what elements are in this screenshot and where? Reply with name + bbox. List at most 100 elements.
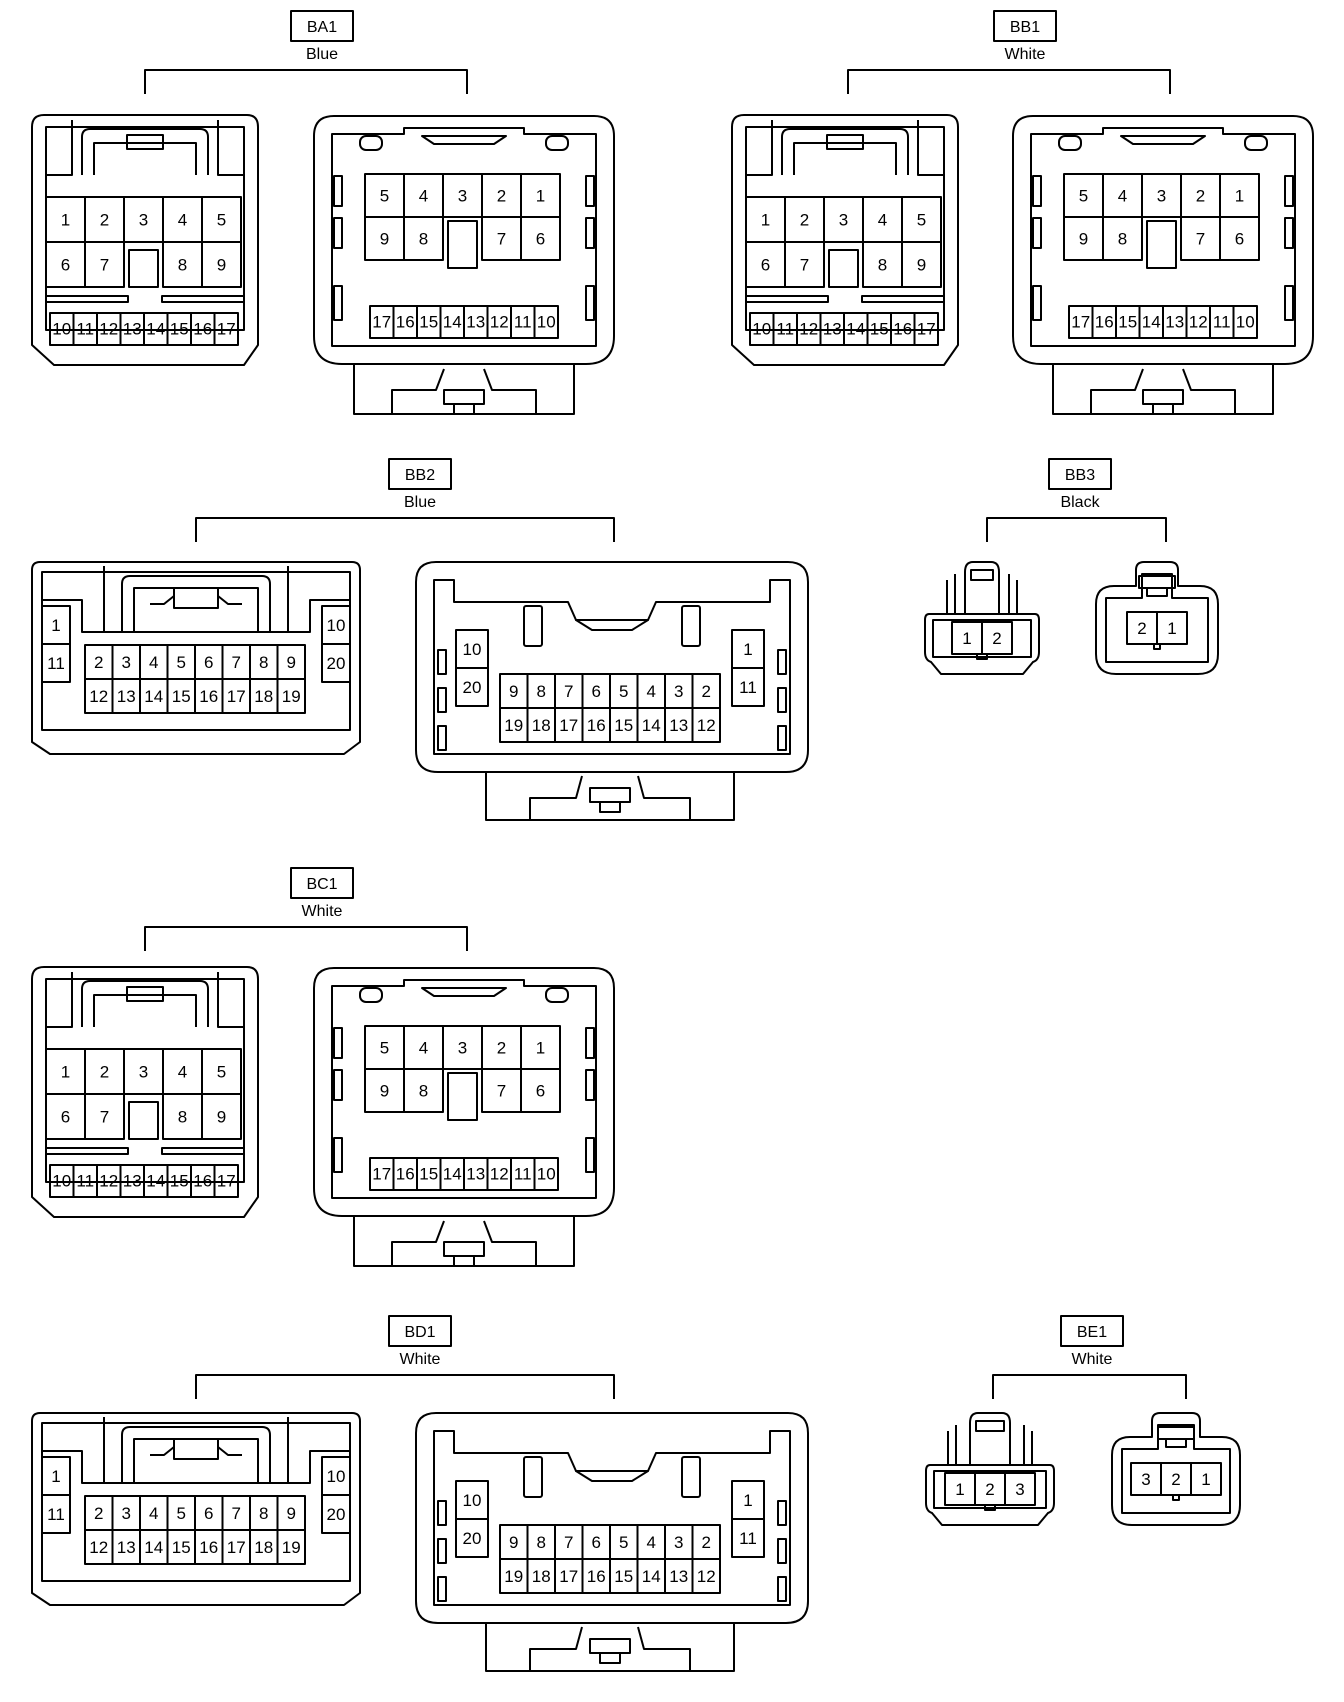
pin-number: 20: [463, 678, 482, 697]
lock-arm: [969, 1412, 1011, 1465]
pin-cell: [455, 1518, 489, 1558]
pin-number: 12: [697, 1567, 716, 1586]
guide-hole-right: [545, 135, 569, 151]
pin-number: 7: [564, 1533, 573, 1552]
pin-cell: [403, 1068, 444, 1113]
pin-number: 13: [466, 1164, 485, 1183]
pin-cell: [455, 667, 489, 707]
pin-number: 20: [327, 1505, 346, 1524]
pin-number: 10: [327, 1467, 346, 1486]
pin-number: 9: [287, 653, 296, 672]
pin-number: 16: [1095, 312, 1114, 331]
pin-number: 3: [458, 1039, 467, 1058]
pin-number: 6: [61, 1108, 70, 1127]
pin-number: 13: [1165, 312, 1184, 331]
side-rib: [437, 687, 447, 713]
female-housing: [415, 561, 809, 773]
pin-cell: [784, 241, 825, 288]
lock-tab-tip: [453, 1255, 475, 1267]
pin-number: 7: [232, 653, 241, 672]
pin-number: 3: [139, 1063, 148, 1082]
pin-number: 1: [51, 1467, 60, 1486]
bc1-color: White: [302, 903, 343, 920]
rail-left: [45, 295, 129, 303]
pin-cell: [533, 1157, 559, 1191]
rail-right: [861, 295, 945, 303]
bd1-bracket: [195, 1374, 615, 1399]
latch-walls: [746, 120, 944, 176]
lock-window: [1138, 575, 1176, 589]
lock-tab-tip: [599, 801, 621, 813]
pin-number: 15: [870, 319, 889, 338]
pin-number: 12: [490, 312, 509, 331]
side-rib: [437, 649, 447, 675]
pin-number: 3: [839, 211, 848, 230]
pin-number: 14: [443, 1164, 462, 1183]
pin-number: 11: [76, 1171, 94, 1190]
pin-number: 16: [199, 687, 218, 706]
pin-cell: [41, 643, 71, 683]
lock-tab-tip: [1152, 403, 1174, 415]
pin-cell: [213, 1164, 239, 1198]
be1-bracket: [992, 1374, 1187, 1399]
side-rib: [585, 1069, 595, 1101]
pin-number: 3: [1015, 1480, 1024, 1499]
pin-number: 17: [217, 1171, 236, 1190]
side-ribs: [946, 574, 1018, 614]
pin-number: 2: [1137, 619, 1146, 638]
bb2-label-box: [388, 458, 452, 490]
pin-number: 8: [419, 1082, 428, 1101]
side-ribs: [947, 1425, 1033, 1465]
pin-number: 2: [94, 1504, 103, 1523]
pin-number: 10: [1236, 312, 1255, 331]
pin-number: 5: [217, 1063, 226, 1082]
connector-group-bb2: BB2 Blue: [195, 458, 615, 542]
lock-arm-inner: [93, 142, 197, 175]
pin-number: 18: [254, 687, 273, 706]
pin-number: 6: [536, 230, 545, 249]
pin-number: 4: [419, 187, 428, 206]
pin-number: 3: [122, 653, 131, 672]
shoulder-line: [42, 599, 350, 633]
pin-number: 13: [669, 1567, 688, 1586]
pin-number: 16: [199, 1538, 218, 1557]
pin-number: 5: [1079, 187, 1088, 206]
side-rib: [1284, 285, 1294, 321]
lock-arm-inner: [93, 994, 197, 1027]
pin-number: 12: [89, 687, 108, 706]
lock-arm: [121, 575, 271, 632]
pin-number: 16: [396, 312, 415, 331]
lock-tab: [589, 1638, 631, 1654]
side-rib: [1032, 285, 1042, 321]
pin-number: 11: [739, 1529, 757, 1548]
side-rib: [437, 1500, 447, 1526]
pin-number: 2: [1196, 187, 1205, 206]
pin-number: 1: [962, 629, 971, 648]
pin-number: 7: [100, 256, 109, 275]
pin-number: 14: [144, 1538, 163, 1557]
pin-cell: [276, 678, 306, 714]
pin-cell: [1232, 305, 1258, 339]
pin-number: 6: [61, 256, 70, 275]
pin-number: 8: [259, 1504, 268, 1523]
lock-arm-inner: [133, 1438, 259, 1483]
pin-number: 2: [800, 211, 809, 230]
lock-arm: [121, 1426, 271, 1483]
bb1-color: White: [1005, 46, 1046, 63]
pin-number: 6: [592, 682, 601, 701]
pin-number: 2: [497, 1039, 506, 1058]
pin-number: 4: [419, 1039, 428, 1058]
pin-cell: [913, 312, 939, 346]
pin-number: 11: [47, 654, 65, 673]
pin-number: 2: [1171, 1470, 1180, 1489]
side-rib: [333, 1069, 343, 1101]
pin-number: 9: [217, 256, 226, 275]
rail-right: [161, 1147, 245, 1155]
pin-number: 10: [463, 1491, 482, 1510]
